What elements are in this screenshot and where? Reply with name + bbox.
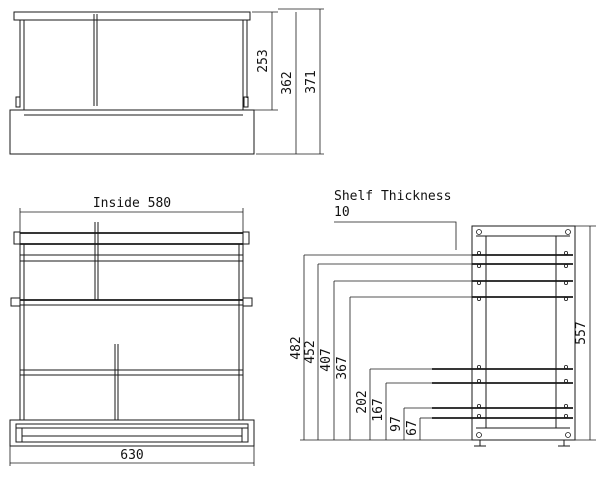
top-view: 253 362 371 (9, 8, 324, 155)
total-height-label: 557 (574, 321, 589, 344)
level-67-label: 67 (405, 420, 420, 436)
shelf-thickness-value: 10 (334, 205, 350, 220)
top-view-base (9, 109, 255, 155)
level-482-label: 482 (289, 336, 304, 359)
dim-253-label: 253 (256, 49, 271, 72)
level-167-label: 167 (371, 398, 386, 421)
front-view: Inside 580 630 (9, 196, 255, 466)
dim-371-label: 371 (304, 70, 319, 93)
level-452-label: 452 (303, 340, 318, 363)
top-view-frame-bar (13, 11, 251, 21)
level-202-label: 202 (355, 390, 370, 413)
outer-width-label: 630 (120, 448, 143, 463)
level-97-label: 97 (389, 416, 404, 432)
level-407-label: 407 (319, 348, 334, 371)
level-367-label: 367 (335, 356, 350, 379)
inside-width-label: Inside 580 (93, 196, 171, 211)
dim-362-label: 362 (280, 71, 295, 94)
shelf-thickness-label: Shelf Thickness (334, 189, 451, 204)
front-view-base (9, 419, 255, 447)
side-view-frame (471, 225, 576, 441)
side-view: Shelf Thickness 10 (289, 189, 596, 447)
